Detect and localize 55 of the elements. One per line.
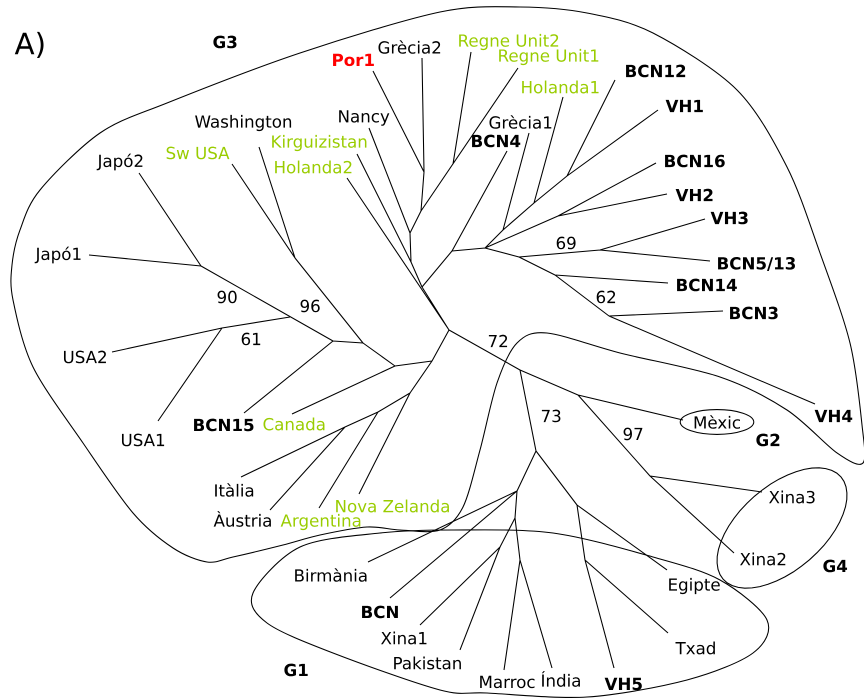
bootstrap-value: 62 [596,290,616,304]
strain-label: Xina3 [769,490,815,504]
group-label: G2 [756,434,780,446]
panel-label: A) [14,32,44,58]
strain-label: Regne Unit2 [459,34,558,50]
strain-label: BCN5/13 [718,257,795,271]
strain-label: BCN15 [194,418,254,432]
strain-label: Regne Unit1 [499,48,598,66]
bootstrap-value: 72 [488,334,508,348]
strain-label: Àustria [214,511,271,527]
strain-label: BCN16 [665,154,725,168]
strain-label: BCN3 [730,306,778,320]
strain-label: Holanda2 [275,160,352,174]
strain-label: Kirguizistan [272,134,366,152]
strain-label: Txad [676,642,715,654]
strain-label: Sw USA [166,146,230,160]
bootstrap-value: 61 [242,332,260,346]
strain-label: Egipte [669,578,720,594]
strain-label: VH1 [666,100,703,112]
bootstrap-value: 69 [556,236,576,250]
strain-label: Nova Zelanda [336,500,449,512]
strain-label: USA1 [122,434,164,446]
bootstrap-value: 73 [542,410,560,422]
strain-label: BCN4 [472,134,520,148]
strain-label: Por1 [333,54,374,66]
group-label: G4 [823,560,848,572]
strain-label: VH2 [676,188,713,202]
strain-label: Japó1 [34,246,81,264]
strain-label: VH5 [604,678,642,690]
strain-label: Japó2 [96,154,142,170]
strain-label: Argentina [280,514,360,530]
strain-label: VH4 [814,410,852,422]
strain-label: BCN14 [677,278,737,292]
strain-label: Grècia2 [378,40,440,54]
strain-label: Nancy [339,110,390,126]
strain-label: BCN12 [626,64,686,78]
bootstrap-value: 96 [300,300,320,312]
strain-label: Washington [195,114,292,132]
bootstrap-value: 97 [624,428,642,440]
group-label: G3 [213,36,236,48]
strain-label: BCN [362,606,398,618]
strain-label: Itàlia [215,483,254,497]
strain-label: VH3 [710,212,748,224]
strain-label: USA2 [64,350,106,364]
strain-label: Canada [263,418,324,430]
bootstrap-value: 90 [218,290,237,304]
strain-label: Holanda1 [522,80,599,94]
strain-label: Pakistan [394,656,461,670]
group-label: G1 [284,664,308,676]
strain-label: Xina1 [381,632,426,644]
strain-label: Birmània [295,568,367,582]
strain-label: Índia [542,671,580,687]
strain-label: Marroc [480,676,535,688]
strain-label: Xina2 [740,552,786,566]
strain-label: Grècia1 [489,115,552,129]
